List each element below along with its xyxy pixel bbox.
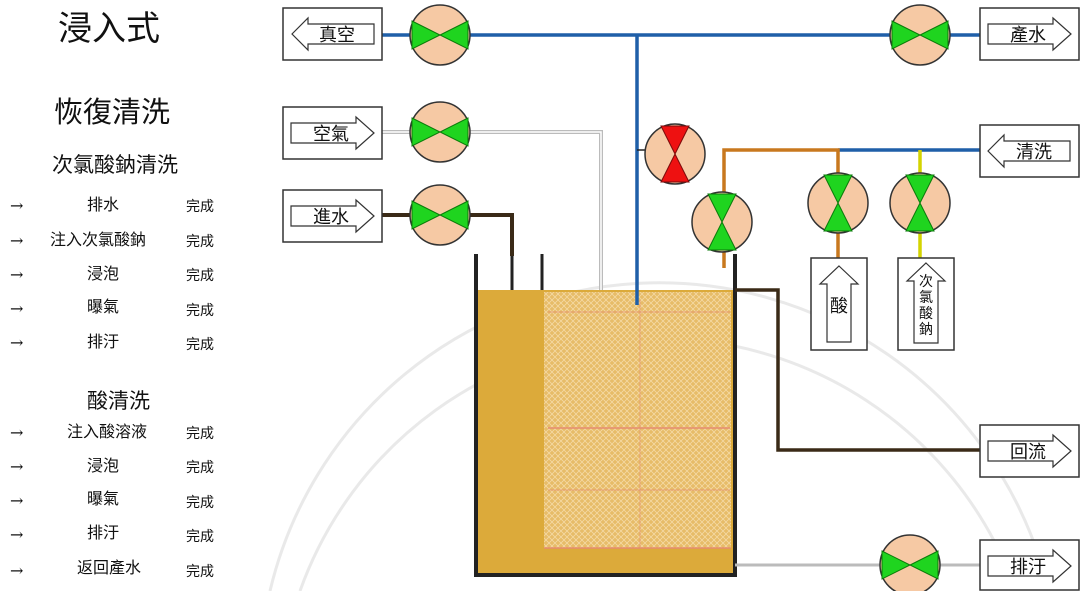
- port-product: 產水: [979, 7, 1080, 61]
- step-label: 排汙: [87, 523, 120, 542]
- port-cleaning: 清洗: [979, 124, 1080, 178]
- step-status: 完成: [186, 426, 214, 442]
- step-status: 完成: [186, 529, 214, 545]
- step-arrow-icon: →: [10, 231, 24, 250]
- step-arrow-icon: →: [10, 265, 24, 284]
- step-label: 排汙: [87, 332, 120, 351]
- step-label: 注入酸溶液: [67, 422, 148, 441]
- step-status: 完成: [186, 234, 214, 250]
- port-air-label: 空氣: [313, 124, 349, 145]
- step-status: 完成: [186, 303, 214, 319]
- port-drain-label: 排汙: [1010, 557, 1046, 578]
- step-label: 注入次氯酸鈉: [50, 230, 147, 249]
- port-vacuum: 真空: [282, 7, 383, 61]
- step-arrow-icon: →: [10, 196, 24, 215]
- port-return-flow: 回流: [979, 424, 1080, 478]
- step-status: 完成: [186, 337, 214, 353]
- port-acid-label: 酸: [830, 296, 848, 317]
- step-arrow-icon: →: [10, 423, 24, 442]
- step-label: 曝氣: [87, 489, 120, 508]
- port-hypochlorite-label-3: 酸: [919, 306, 933, 322]
- port-acid: 酸: [810, 257, 868, 351]
- port-inlet-label: 進水: [313, 207, 349, 228]
- step-arrow-icon: →: [10, 333, 24, 352]
- vacuum-valve-icon[interactable]: [409, 4, 471, 66]
- inlet-valve-icon[interactable]: [409, 184, 471, 246]
- step-label: 返回產水: [77, 558, 142, 577]
- step-label: 浸泡: [87, 264, 120, 283]
- page-title: 浸入式: [58, 9, 160, 49]
- step-label: 曝氣: [87, 297, 120, 316]
- step-status: 完成: [186, 268, 214, 284]
- step-status: 完成: [186, 460, 214, 476]
- step-label: 浸泡: [87, 456, 120, 475]
- port-air: 空氣: [282, 106, 383, 160]
- port-inlet: 進水: [282, 189, 383, 243]
- port-hypochlorite-label-1: 次: [919, 274, 933, 290]
- port-hypochlorite-label-4: 鈉: [919, 321, 933, 338]
- step-arrow-icon: →: [10, 299, 24, 318]
- product-valve-icon[interactable]: [889, 4, 951, 66]
- immersion-tank: [474, 254, 737, 577]
- port-hypochlorite-label-2: 氯: [919, 290, 933, 306]
- air-valve-icon[interactable]: [409, 101, 471, 163]
- step-arrow-icon: →: [10, 457, 24, 476]
- section-title-acid: 酸清洗: [87, 389, 150, 413]
- drain-valve-icon[interactable]: [879, 534, 941, 591]
- tank-cleaning-valve-icon[interactable]: [691, 191, 753, 253]
- return-pipe: [735, 288, 980, 452]
- cleaning-valve-icon[interactable]: [644, 123, 706, 185]
- port-drain: 排汙: [979, 539, 1080, 591]
- step-status: 完成: [186, 564, 214, 580]
- port-return-flow-label: 回流: [1010, 442, 1046, 463]
- membrane-module: [544, 292, 731, 548]
- step-arrow-icon: →: [10, 491, 24, 510]
- port-vacuum-label: 真空: [319, 25, 355, 46]
- page-subtitle: 恢復清洗: [54, 95, 171, 129]
- acid-valve-icon[interactable]: [807, 172, 869, 234]
- step-arrow-icon: →: [10, 525, 24, 544]
- step-label: 排水: [87, 195, 120, 214]
- hypo-valve-icon[interactable]: [889, 172, 951, 234]
- port-hypochlorite: 次 氯 酸 鈉: [897, 257, 955, 351]
- step-status: 完成: [186, 495, 214, 511]
- port-product-label: 產水: [1010, 25, 1046, 46]
- step-arrow-icon: →: [10, 561, 24, 580]
- port-cleaning-label: 清洗: [1016, 142, 1052, 163]
- step-status: 完成: [186, 199, 214, 215]
- section-title-hypochlorite: 次氯酸鈉清洗: [52, 153, 178, 177]
